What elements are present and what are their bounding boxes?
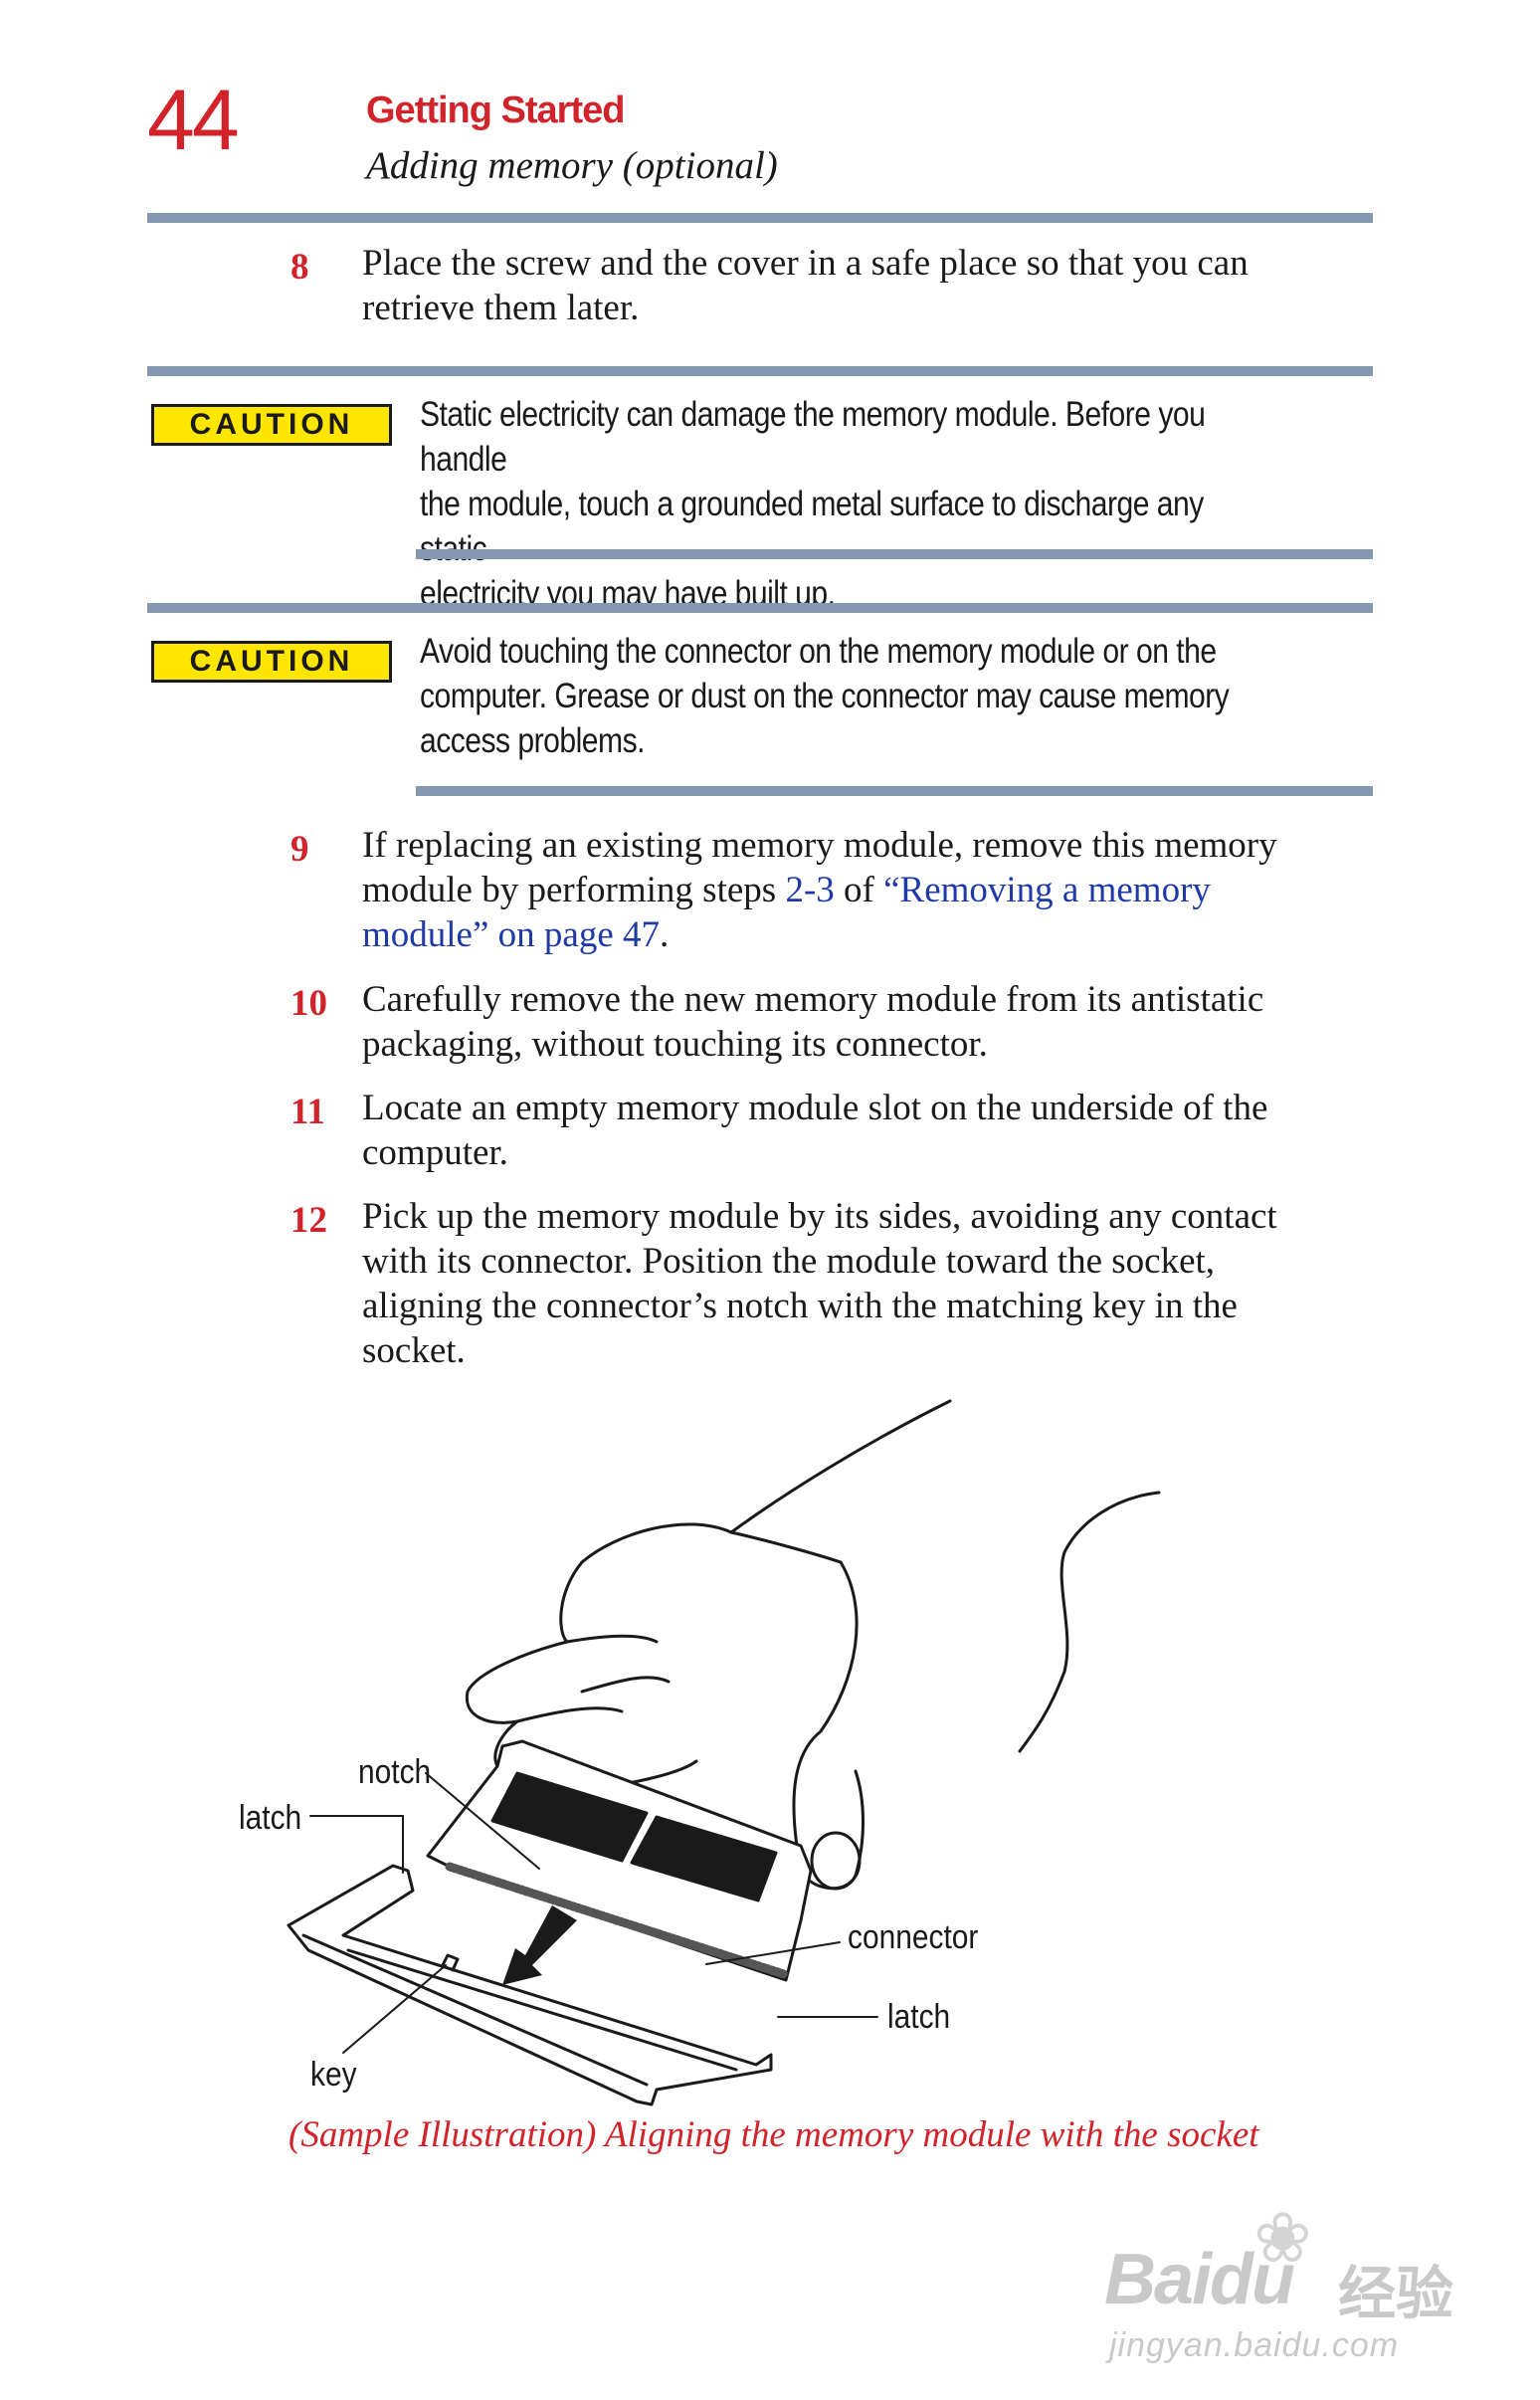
caution-text: Static electricity can damage the memory… [420,395,1206,613]
step-text: Carefully remove the new memory module f… [362,979,1264,1065]
step-text: Pick up the memory module by its sides, … [362,1196,1277,1371]
memory-chip [490,1771,649,1863]
step-number: 12 [290,1200,327,1241]
step-text: Locate an empty memory module slot on th… [362,1088,1268,1173]
step-number: 11 [290,1092,325,1132]
figure-caption: (Sample Illustration) Aligning the memor… [289,2114,1259,2155]
cross-reference-link[interactable]: “Removing a memory [883,870,1211,910]
caution-top-rule [147,366,1373,376]
memory-chip [630,1815,778,1902]
step-number: 9 [290,829,309,870]
header-rule [147,213,1373,223]
caution-badge: CAUTION [151,641,392,683]
connector-pins [445,1862,789,1979]
callout-key: key [310,2056,357,2094]
step-number: 10 [290,983,327,1024]
cross-reference-link[interactable]: module” on page 47 [362,914,660,955]
chapter-title: Getting Started [366,90,625,131]
insert-arrow-icon [502,1905,577,1985]
step-text: If replacing an existing memory module, … [362,825,1277,955]
watermark: ❀ Baidu 经验 jingyan.baidu.com [1104,2199,1454,2364]
caution-bottom-rule [416,786,1373,796]
callout-latch-left: latch [239,1799,302,1837]
thumb [792,1729,865,1891]
caution-text: Avoid touching the connector on the memo… [420,632,1230,760]
callout-connector: connector [848,1918,979,1956]
caution-bottom-rule [416,549,1373,559]
callout-latch-right: latch [887,1998,951,2036]
section-title: Adding memory (optional) [366,144,778,187]
step-number: 8 [290,247,309,288]
page-number: 44 [147,73,240,168]
step-link[interactable]: 2-3 [785,870,835,910]
hand-outline [465,1399,952,1794]
callout-notch: notch [358,1753,432,1791]
step-text: Place the screw and the cover in a safe … [362,243,1249,328]
caution-badge: CAUTION [151,404,392,446]
memory-module-illustration [287,1399,1161,2106]
caution-top-rule [147,603,1373,613]
paw-icon: ❀ [1253,2199,1312,2277]
